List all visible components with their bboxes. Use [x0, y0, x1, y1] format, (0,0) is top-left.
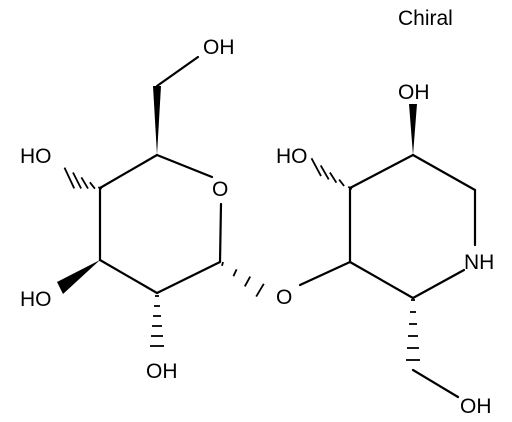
hashed-bond-c1-glycosidic-o	[221, 261, 265, 298]
bond-c2p-c3p	[348, 260, 415, 300]
hashed-bond-c4-oh	[63, 167, 103, 190]
bond-n-c2p	[411, 268, 466, 300]
hydroxyl-c6: OH	[203, 36, 235, 59]
hashed-bond-c4p-oh	[310, 157, 353, 191]
wedge-bond-c3-oh	[57, 260, 100, 294]
wedge-bond-c5-c6	[153, 86, 161, 155]
chirality-label: Chiral	[398, 7, 453, 30]
hydroxyl-c4prime: HO	[276, 145, 308, 168]
glycosidic-oxygen: O	[276, 286, 292, 309]
bond-c5p-c6p	[411, 153, 477, 192]
wedge-bond-c5p-oh	[409, 104, 417, 155]
bond-ch2-oh	[411, 368, 460, 399]
pyranose-ring-oxygen: O	[212, 178, 228, 201]
bond-c2-c1	[155, 260, 222, 295]
hydroxyl-c4: HO	[20, 145, 52, 168]
bond-c5-c4	[98, 153, 159, 190]
bond-c3-c2	[98, 258, 159, 295]
pyranose-ring	[98, 153, 223, 295]
hashed-bond-c2-oh	[150, 295, 164, 347]
hydroxyl-ch2oh: OH	[460, 395, 492, 418]
bond-c1-ring-o	[218, 202, 223, 264]
hashed-bond-c2p-c6p	[406, 299, 420, 361]
bond-c6-oh	[155, 55, 200, 88]
hydroxyl-c5prime: OH	[398, 81, 430, 104]
hydroxyl-c2: OH	[146, 360, 178, 383]
hydroxyl-c3: HO	[20, 288, 52, 311]
bond-ring-o-c5	[155, 153, 214, 179]
ring-nitrogen: NH	[464, 251, 494, 274]
bond-c4p-c5p	[348, 153, 415, 190]
piperidine-ring	[348, 153, 477, 300]
bond-glycosidic-o-c3prime	[298, 260, 352, 287]
